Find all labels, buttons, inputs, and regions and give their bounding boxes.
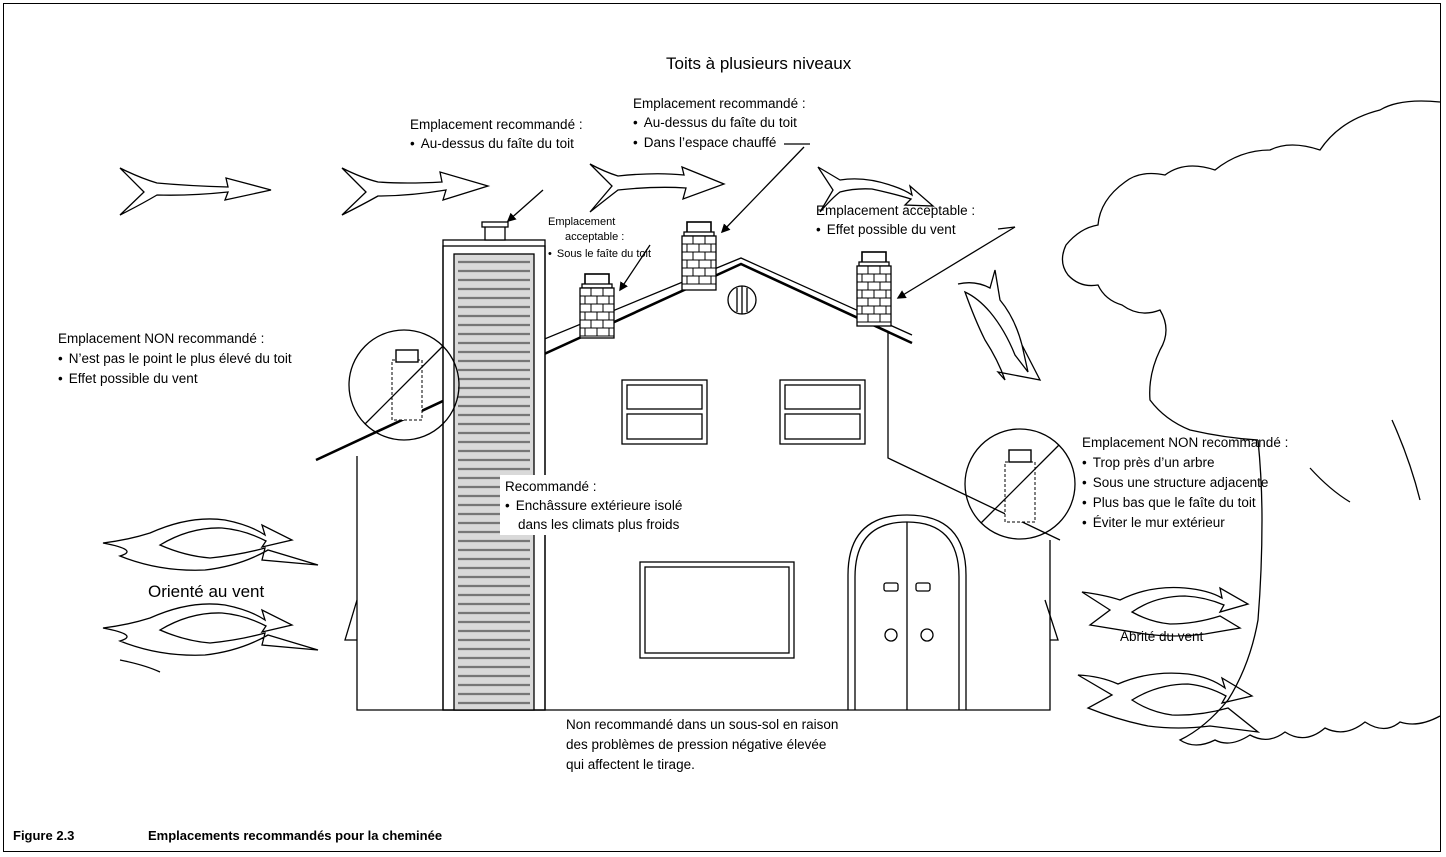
- svg-text:•N’est pas le point le plus él: •N’est pas le point le plus élevé du toi…: [58, 351, 292, 366]
- svg-text:des problèmes de pression néga: des problèmes de pression négative élevé…: [566, 737, 826, 752]
- not-recommended-right: [964, 428, 1076, 540]
- window-right: [779, 379, 866, 445]
- figure-title: Toits à plusieurs niveaux: [666, 54, 852, 73]
- wind-arrow-icon: [119, 167, 272, 216]
- wind-arrow-icon: [102, 603, 319, 656]
- window-left: [621, 379, 708, 445]
- tree-branch-icon: [1309, 467, 1351, 503]
- door: [847, 514, 967, 710]
- svg-text:•Trop près d’un arbre: •Trop près d’un arbre: [1082, 455, 1215, 470]
- tree: [1061, 100, 1441, 746]
- svg-text:•Au-dessus du faîte du toit: •Au-dessus du faîte du toit: [410, 136, 574, 151]
- prohibited-icon: [348, 329, 460, 441]
- lower-window: [639, 561, 795, 659]
- callout-arrows: [506, 143, 1016, 299]
- wind-arrow-icon: [102, 518, 319, 571]
- callout-heading: Emplacement recommandé :: [633, 96, 806, 111]
- svg-text:•Effet possible du vent: •Effet possible du vent: [58, 371, 198, 386]
- roof-line: [315, 262, 913, 462]
- callout-acceptable-small: Emplacement acceptable : •Sous le faîte …: [548, 216, 651, 260]
- wind-arrow-icon: [817, 166, 935, 213]
- svg-text:•Au-dessus du faîte du toit: •Au-dessus du faîte du toit: [633, 115, 797, 130]
- eave-right: [1044, 599, 1059, 641]
- callout-heading: Recommandé :: [505, 479, 597, 494]
- figure-frame: [3, 3, 1441, 852]
- callout-heading: Emplacement NON recommandé :: [58, 331, 264, 346]
- callout-heading: Emplacement NON recommandé :: [1082, 435, 1288, 450]
- brick-chimneys: [579, 221, 892, 339]
- callout-not-right: Emplacement NON recommandé : •Trop près …: [1082, 435, 1288, 530]
- brick-chimney-icon: [681, 221, 717, 291]
- tree-branch-icon: [1391, 419, 1421, 501]
- caption-text: Emplacements recommandés pour la cheminé…: [148, 828, 442, 843]
- svg-text:•Dans l’espace chauffé: •Dans l’espace chauffé: [633, 135, 776, 150]
- tree-canopy-icon: [1061, 100, 1441, 441]
- right-wall: [887, 333, 1061, 541]
- svg-text:•Enchâssure extérieure isolé: •Enchâssure extérieure isolé: [505, 498, 682, 513]
- tree-trunk-icon: [1178, 439, 1441, 746]
- house-outline: [356, 456, 1051, 711]
- callout-acceptable-right: Emplacement acceptable : •Effet possible…: [816, 203, 975, 237]
- wind-arrow-icon: [1077, 672, 1261, 733]
- wind-arrow-icon: [1081, 586, 1250, 637]
- door-knob-icon: [884, 628, 898, 642]
- svg-text:•Éviter le mur extérieur: •Éviter le mur extérieur: [1082, 515, 1225, 530]
- callout-heading: Emplacement recommandé :: [410, 117, 583, 132]
- svg-text:dans les climats plus froids: dans les climats plus froids: [518, 517, 680, 532]
- brick-chimney-icon: [856, 251, 892, 327]
- svg-text:Non recommandé dans un sous-so: Non recommandé dans un sous-sol en raiso…: [566, 717, 838, 732]
- svg-text:•Sous le faîte du toit: •Sous le faîte du toit: [548, 248, 651, 260]
- wind-arrow-icon: [589, 163, 726, 213]
- prohibited-icon: [964, 428, 1076, 540]
- brick-chimney-icon: [579, 273, 615, 339]
- svg-text:•Effet possible du vent: •Effet possible du vent: [816, 222, 956, 237]
- sheltered-label: Abrité du vent: [1120, 629, 1204, 644]
- svg-text:•Sous une structure adjacente: •Sous une structure adjacente: [1082, 475, 1268, 490]
- callout-recommended-chase: Recommandé : •Enchâssure extérieure isol…: [500, 475, 705, 535]
- svg-text:•Plus bas que le faîte du toit: •Plus bas que le faîte du toit: [1082, 495, 1256, 510]
- svg-text:acceptable :: acceptable :: [565, 231, 624, 243]
- wind-arrow-icon: [119, 659, 161, 673]
- callout-not-left: Emplacement NON recommandé : •N’est pas …: [58, 331, 292, 386]
- basement-note: Non recommandé dans un sous-sol en raiso…: [566, 717, 838, 772]
- caption-number: Figure 2.3: [13, 828, 74, 843]
- callout-rec-left: Emplacement recommandé : •Au-dessus du f…: [410, 117, 583, 151]
- eave-left: [344, 599, 358, 641]
- wind-arrows-right: [1077, 586, 1261, 733]
- figure-caption: Figure 2.3 Emplacements recommandés pour…: [13, 828, 442, 843]
- wind-arrow-icon: [341, 167, 491, 216]
- wind-arrows-top: [119, 163, 935, 216]
- windward-label: Orienté au vent: [148, 582, 265, 601]
- wind-arrows-left: [102, 518, 319, 673]
- gust-arrow-icon: [957, 269, 1042, 381]
- not-recommended-left: [348, 329, 460, 441]
- svg-text:qui affectent le tirage.: qui affectent le tirage.: [566, 757, 695, 772]
- exterior-chase: [442, 221, 546, 711]
- callout-heading: Emplacement: [548, 216, 615, 228]
- door-knob-icon: [920, 628, 934, 642]
- callout-heading: Emplacement acceptable :: [816, 203, 975, 218]
- callout-rec-center: Emplacement recommandé : •Au-dessus du f…: [633, 96, 806, 150]
